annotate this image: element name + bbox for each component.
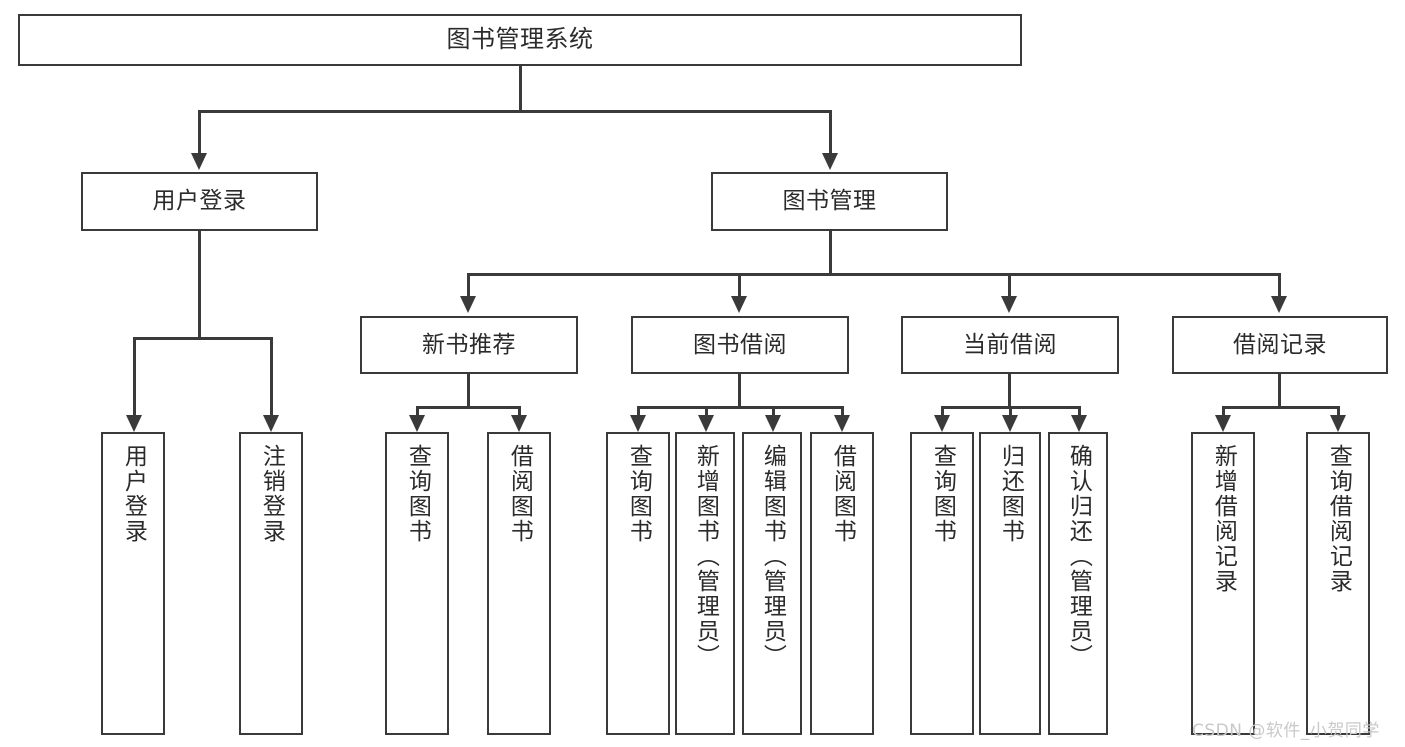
arrow-book-borrow-child-3 — [765, 415, 781, 432]
node-label: 新书推荐 — [422, 331, 516, 358]
node-label: 查询图书 — [929, 444, 956, 544]
leaf-current-query-book[interactable]: 查询图书 — [910, 432, 974, 735]
leaf-add-book-admin[interactable]: 新增图书（管理员） — [675, 432, 735, 735]
connector-borrow-record-child-1 — [1222, 406, 1225, 419]
connector-book-borrow-stem — [738, 374, 741, 408]
connector-to-book-borrow — [738, 273, 741, 300]
connector-current-borrow-stem — [1008, 374, 1011, 408]
leaf-add-borrow-record[interactable]: 新增借阅记录 — [1191, 432, 1255, 735]
connector-root-stem — [519, 66, 522, 110]
connector-new-book-stem — [467, 374, 470, 408]
arrow-borrow-record-child-1 — [1215, 415, 1231, 432]
arrow-user-login-child-2 — [263, 415, 279, 432]
node-label: 新增借阅记录 — [1210, 444, 1237, 594]
connector-book-borrow-child-1 — [637, 406, 640, 419]
arrow-to-book-borrow — [731, 296, 747, 313]
connector-book-borrow-child-2 — [705, 406, 708, 419]
connector-user-login-bus — [133, 337, 270, 340]
connector-book-borrow-child-4 — [841, 406, 844, 419]
arrow-current-borrow-child-1 — [934, 415, 950, 432]
node-label: 图书管理系统 — [446, 25, 594, 54]
arrow-book-borrow-child-2 — [698, 415, 714, 432]
connector-borrow-record-stem — [1278, 374, 1281, 408]
connector-to-new-book — [467, 273, 470, 300]
arrow-to-book-manage — [822, 153, 838, 170]
node-root-system[interactable]: 图书管理系统 — [18, 14, 1022, 66]
connector-root-bus — [198, 110, 831, 113]
arrow-to-user-login — [191, 153, 207, 170]
arrow-new-book-child-2 — [511, 415, 527, 432]
leaf-confirm-return-admin[interactable]: 确认归还（管理员） — [1048, 432, 1108, 735]
arrow-current-borrow-child-3 — [1071, 415, 1087, 432]
arrow-current-borrow-child-2 — [1002, 415, 1018, 432]
connector-new-book-child-1 — [416, 406, 419, 419]
arrow-to-current-borrow — [1001, 296, 1017, 313]
arrow-to-borrow-record — [1271, 296, 1287, 313]
node-label: 图书借阅 — [693, 331, 787, 358]
connector-user-login-child-2 — [270, 337, 273, 419]
connector-current-borrow-child-2 — [1009, 406, 1012, 419]
connector-borrow-record-bus — [1222, 406, 1337, 409]
arrow-book-borrow-child-1 — [630, 415, 646, 432]
connector-user-login-stem — [198, 231, 201, 339]
node-label: 用户登录 — [152, 188, 247, 215]
watermark-text: CSDN @软件_小贺同学 — [1192, 721, 1380, 741]
node-label: 归还图书 — [997, 444, 1024, 544]
connector-current-borrow-child-3 — [1078, 406, 1081, 419]
arrow-book-borrow-child-4 — [834, 415, 850, 432]
node-label: 图书管理 — [782, 188, 877, 215]
node-label: 用户登录 — [120, 444, 147, 544]
connector-book-manage-bus — [467, 273, 1280, 276]
arrow-user-login-child-1 — [126, 415, 142, 432]
node-label: 注销登录 — [258, 444, 285, 544]
leaf-edit-book-admin[interactable]: 编辑图书（管理员） — [742, 432, 802, 735]
node-book-management[interactable]: 图书管理 — [711, 172, 948, 231]
node-label: 查询图书 — [404, 444, 431, 544]
node-new-book-recommend[interactable]: 新书推荐 — [360, 316, 578, 374]
leaf-user-logout[interactable]: 注销登录 — [239, 432, 303, 735]
leaf-new-book-borrow[interactable]: 借阅图书 — [487, 432, 551, 735]
connector-new-book-bus — [416, 406, 521, 409]
connector-borrow-record-child-2 — [1337, 406, 1340, 419]
node-label: 查询借阅记录 — [1325, 444, 1352, 594]
connector-to-book-manage — [829, 110, 832, 155]
node-borrow-record[interactable]: 借阅记录 — [1172, 316, 1388, 374]
node-book-borrow[interactable]: 图书借阅 — [631, 316, 849, 374]
connector-to-current-borrow — [1008, 273, 1011, 300]
connector-to-user-login — [198, 110, 201, 155]
leaf-user-login[interactable]: 用户登录 — [101, 432, 165, 735]
connector-user-login-child-1 — [133, 337, 136, 419]
node-label: 借阅图书 — [506, 444, 533, 544]
connector-new-book-child-2 — [518, 406, 521, 419]
node-label: 借阅记录 — [1233, 331, 1327, 358]
leaf-return-book[interactable]: 归还图书 — [979, 432, 1041, 735]
connector-book-borrow-bus — [637, 406, 844, 409]
node-label: 确认归还（管理员） — [1065, 444, 1092, 669]
node-current-borrow[interactable]: 当前借阅 — [901, 316, 1119, 374]
node-label: 查询图书 — [625, 444, 652, 544]
leaf-borrow-book[interactable]: 借阅图书 — [810, 432, 874, 735]
node-label: 编辑图书（管理员） — [759, 444, 786, 669]
connector-to-borrow-record — [1278, 273, 1281, 300]
leaf-query-borrow-record[interactable]: 查询借阅记录 — [1306, 432, 1370, 735]
node-label: 借阅图书 — [829, 444, 856, 544]
connector-book-manage-stem — [829, 231, 832, 275]
leaf-new-book-query[interactable]: 查询图书 — [385, 432, 449, 735]
node-user-login[interactable]: 用户登录 — [81, 172, 318, 231]
node-label: 当前借阅 — [963, 331, 1057, 358]
node-label: 新增图书（管理员） — [692, 444, 719, 669]
arrow-borrow-record-child-2 — [1330, 415, 1346, 432]
connector-book-borrow-child-3 — [772, 406, 775, 419]
connector-current-borrow-child-1 — [941, 406, 944, 419]
arrow-to-new-book — [460, 296, 476, 313]
arrow-new-book-child-1 — [409, 415, 425, 432]
leaf-borrow-query-book[interactable]: 查询图书 — [606, 432, 670, 735]
